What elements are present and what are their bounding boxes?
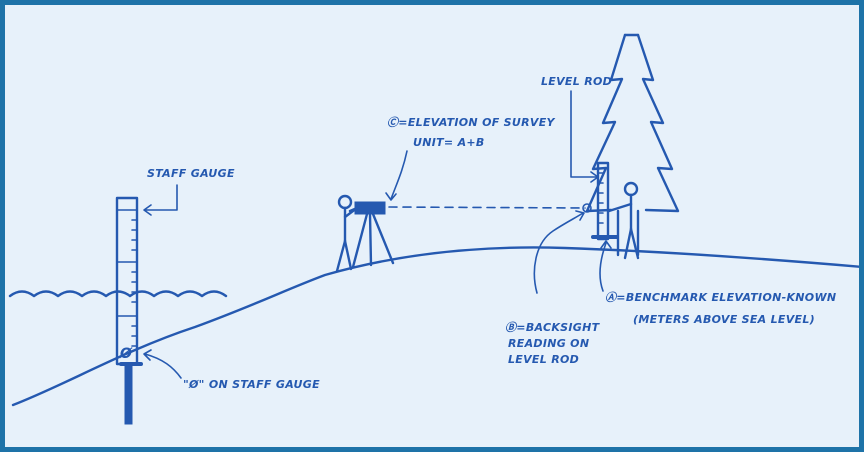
level-rod-label: LEVEL ROD bbox=[541, 75, 612, 88]
staff-gauge-label: STAFF GAUGE bbox=[147, 167, 235, 180]
backsight-pointer bbox=[534, 211, 584, 293]
staff-gauge-pointer bbox=[144, 185, 177, 215]
backsight-label-line1: Ⓑ=BACKSIGHT bbox=[505, 321, 601, 334]
benchmark-label-line2: (METERS ABOVE SEA LEVEL) bbox=[633, 313, 815, 326]
survey-tripod bbox=[350, 202, 393, 267]
backsight-label-line3: LEVEL ROD bbox=[508, 353, 579, 366]
backsight-label-line2: READING ON bbox=[508, 337, 589, 350]
staff-gauge bbox=[117, 198, 141, 424]
elevation-label-line1: Ⓒ=ELEVATION OF SURVEY bbox=[387, 116, 556, 129]
tree bbox=[587, 35, 678, 255]
elevation-label-line2: UNIT= A+B bbox=[413, 136, 485, 149]
level-rod bbox=[593, 163, 617, 239]
survey-sketch: Ø STAFF GAUGE "Ø" ON STAFF GAUGE Ⓒ=ELEVA… bbox=[5, 5, 864, 452]
hill-ground bbox=[13, 247, 863, 405]
line-of-sight bbox=[389, 207, 585, 208]
rod-holder-figure bbox=[609, 183, 638, 258]
zero-mark-label: Ø bbox=[119, 346, 133, 362]
benchmark-label-line1: Ⓐ=BENCHMARK ELEVATION-KNOWN bbox=[605, 291, 836, 304]
zero-on-staff-label: "Ø" ON STAFF GAUGE bbox=[183, 378, 320, 391]
elevation-pointer bbox=[386, 151, 407, 200]
zero-pointer bbox=[144, 350, 181, 378]
